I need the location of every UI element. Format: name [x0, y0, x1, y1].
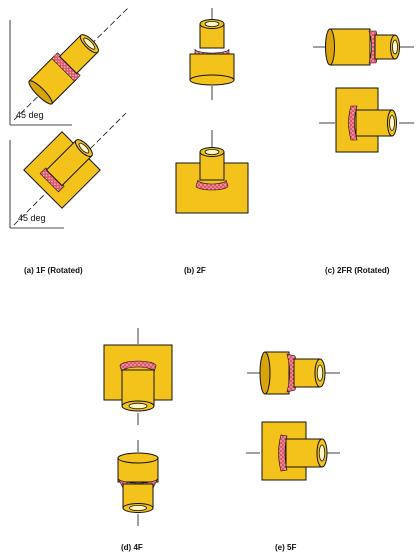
panel-b-figures	[175, 8, 249, 214]
plate-horizontal-pipe-2fr	[319, 87, 414, 153]
inverted-stacked-pipe-4f	[117, 440, 159, 526]
plate-horizontal-pipe-5f	[246, 421, 340, 481]
panel-a-figures	[9, 7, 129, 229]
panel-d-figures	[103, 328, 173, 526]
pipe-on-plate-2f	[175, 130, 249, 214]
rotated-pipe-1f	[28, 34, 99, 105]
rotated-plate-pipe-1f	[23, 131, 101, 209]
overhead-plate-pipe-4f	[103, 328, 173, 425]
caption-panel-b: (b) 2F	[184, 266, 206, 275]
stacked-pipe-2f	[189, 8, 235, 100]
tilt-axis-line	[13, 112, 127, 226]
angle-label: 45 deg	[16, 110, 44, 120]
caption-panel-c: (c) 2FR (Rotated)	[325, 266, 390, 275]
caption-panel-e: (e) 5F	[275, 543, 297, 552]
angle-label: 45 deg	[18, 213, 46, 223]
panel-c-figures	[313, 28, 414, 153]
caption-panel-d: (d) 4F	[121, 543, 143, 552]
horizontal-pipe-2fr	[313, 28, 414, 66]
caption-panel-a: (a) 1F (Rotated)	[24, 266, 83, 275]
horizontal-fixed-pipe-5f	[247, 351, 340, 395]
panel-e-figures	[246, 351, 340, 481]
